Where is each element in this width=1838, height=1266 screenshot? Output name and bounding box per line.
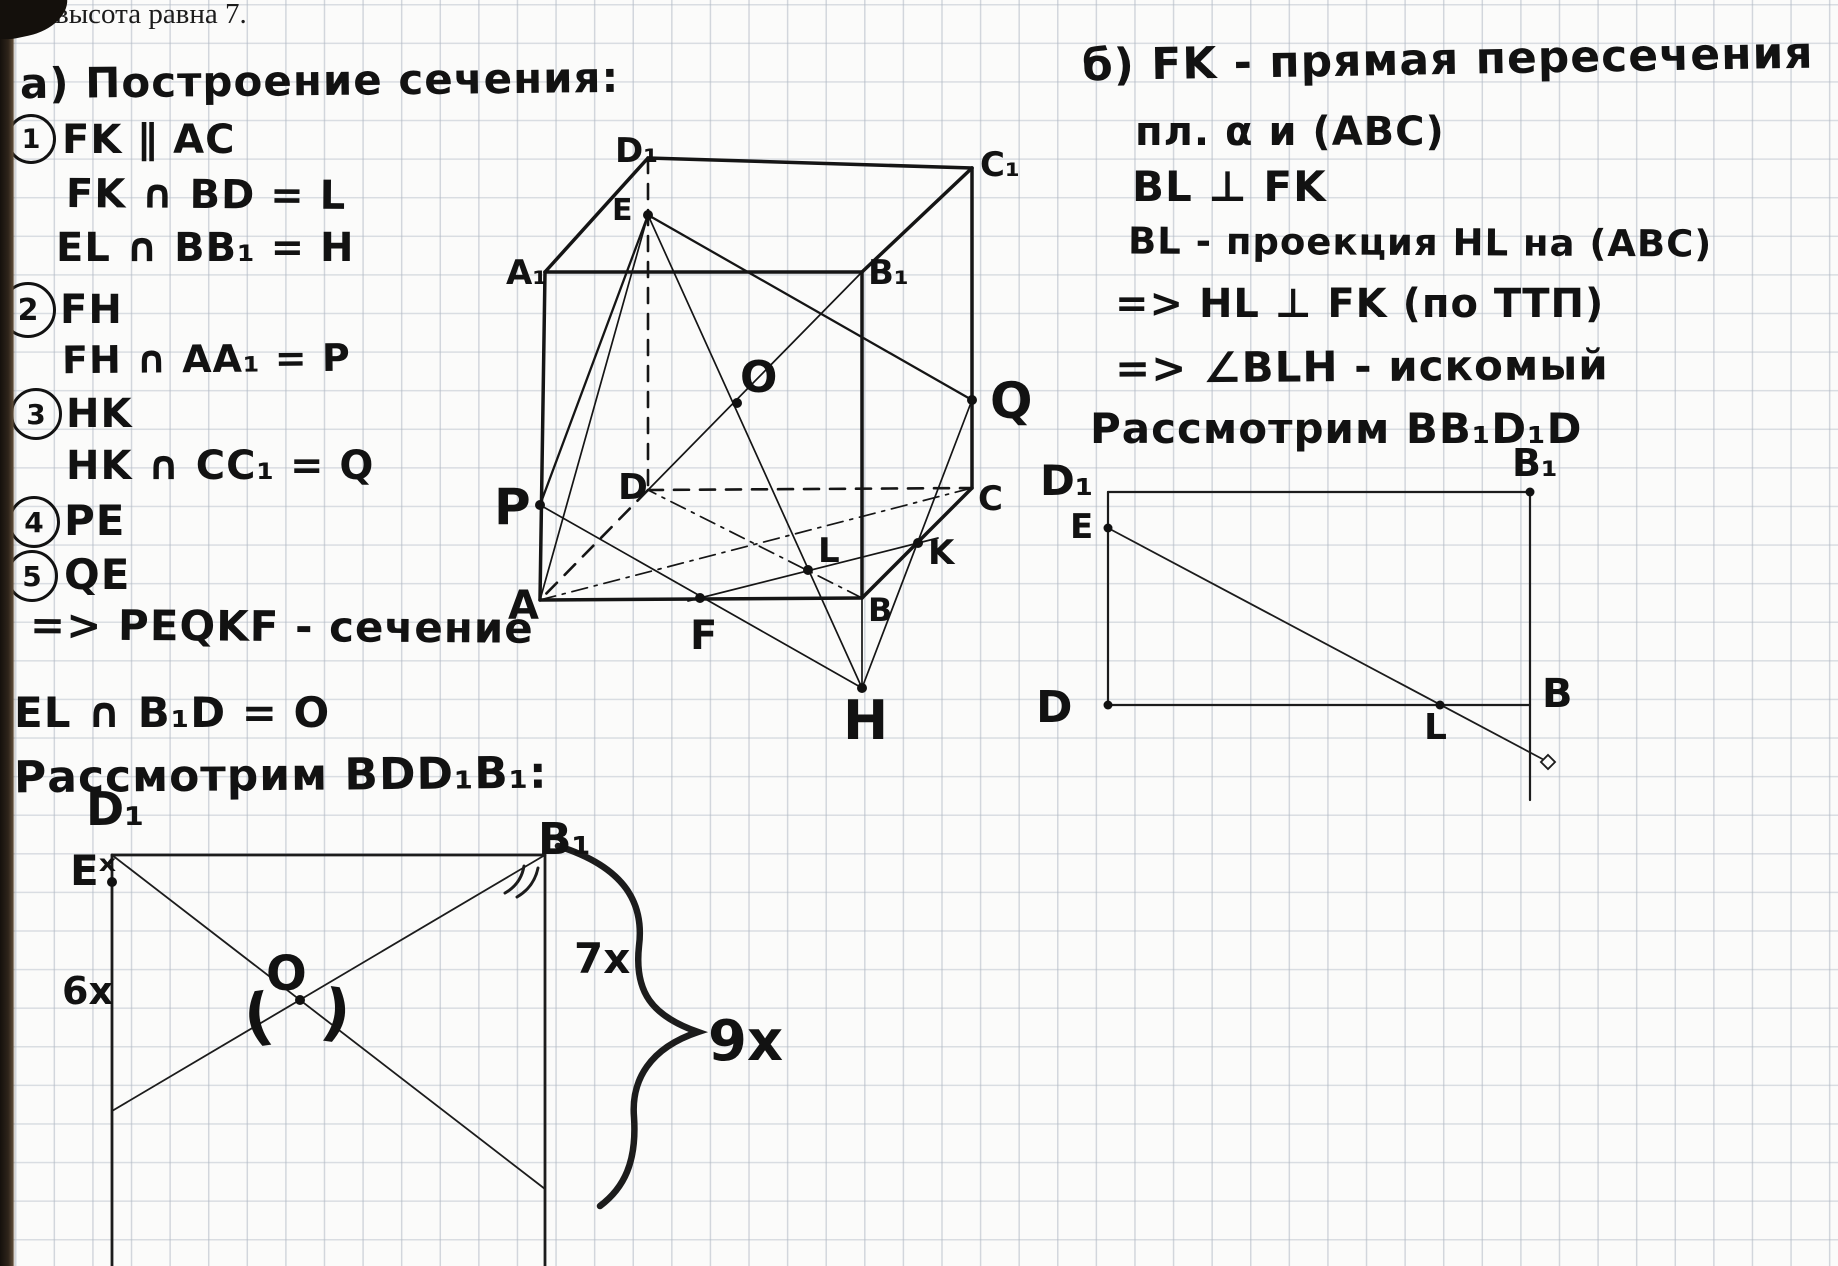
step-5-line-1: QE [64, 550, 131, 599]
cube-label-A1: A₁ [506, 253, 548, 293]
section-b-line-2: пл. α и (ABC) [1135, 109, 1445, 155]
segment-mark-9x: 9x [708, 1009, 784, 1074]
cube-label-E: E [612, 193, 633, 228]
section-b-title: б) FK - прямая пересечения [1081, 27, 1815, 92]
cube-label-C: C [978, 479, 1003, 519]
plane-right-label-B1: B₁ [1512, 441, 1558, 485]
section-b-line-4: BL - проекция HL на (ABC) [1127, 219, 1713, 266]
section-b-line-5: => HL ⊥ FK (по ТТП) [1115, 281, 1605, 327]
cube-label-Q: Q [990, 372, 1033, 430]
section-a-title: а) Построение сечения: [19, 52, 620, 109]
cube-point-dots [535, 210, 977, 693]
plane-bb1d1d-dots [1103, 487, 1535, 710]
consider-bb1d1d-line: Рассмотрим BB₁D₁D [1090, 404, 1583, 453]
segment-mark-6x: 6x [62, 969, 113, 1013]
cube-label-D: D [618, 467, 648, 508]
plane-right-label-D1: D₁ [1040, 456, 1094, 505]
el-b1d-line: EL ∩ B₁D = O [14, 688, 331, 737]
cube-label-L: L [818, 531, 840, 571]
plane-bdd1b1-dots [107, 877, 305, 1005]
cube-label-P: P [494, 478, 531, 536]
plane-bdd1b1-diagram [107, 842, 709, 1266]
step-4-line-1: PE [64, 496, 126, 545]
plane-bb1d1d-end-diamond [1539, 753, 1557, 771]
cube-construction-lines [539, 214, 973, 689]
cube-label-C1: C₁ [980, 145, 1020, 185]
plane-bottom-label-B1: B₁ [538, 814, 591, 865]
plane-bottom-label-D1: D₁ [86, 782, 145, 836]
step-1-line-2: FK ∩ BD = L [65, 171, 347, 219]
cube-label-B: B [868, 591, 893, 629]
plane-bb1d1d-diagonal-EL [1107, 527, 1549, 763]
plane-bb1d1d-diagram [1103, 487, 1557, 802]
cube-diagram [535, 156, 977, 693]
plane-right-label-B: B [1542, 671, 1573, 717]
cube-label-A: A [508, 583, 539, 629]
cube-label-F: F [690, 613, 718, 659]
cube-label-K: K [928, 533, 955, 573]
cube-label-O: O [740, 352, 778, 403]
curly-brace [554, 842, 709, 1210]
printed-problem-text: высота равна 7. [55, 0, 247, 30]
plane-right-label-L: L [1424, 707, 1447, 748]
step-2-line-2: FH ∩ AA₁ = P [61, 335, 351, 383]
plane-right-label-D: D [1036, 682, 1073, 733]
plane-right-label-E: E [1070, 507, 1094, 547]
cube-label-H: H [843, 689, 889, 752]
plane-bb1d1d-rectangle [1106, 490, 1532, 802]
plane-bdd1b1-rectangle [110, 853, 547, 1266]
step-1-line-1: FK ∥ AC [62, 117, 236, 163]
plane-bottom-label-E: Eˣ [70, 846, 117, 895]
section-conclusion-line: => PEQKF - сечение [29, 600, 534, 653]
plane-bdd1b1-diagonals [111, 854, 546, 1190]
step-1-line-3: EL ∩ BB₁ = H [56, 225, 355, 271]
cube-label-D1: D₁ [615, 131, 659, 171]
step-badge-4: 4 [8, 496, 60, 548]
cube-solid-edges [538, 156, 974, 602]
plane-bottom-label-O: O [266, 946, 307, 1002]
segment-mark-7x: 7x [574, 934, 631, 983]
section-b-line-3: BL ⊥ FK [1132, 162, 1327, 211]
page-left-dark-edge [0, 0, 15, 1266]
step-badge-3: 3 [10, 388, 62, 440]
step-3-line-1: HK [66, 391, 133, 437]
angle-mark-b1 [503, 864, 540, 899]
section-b-line-6: => ∠BLH - искомый [1114, 340, 1609, 393]
step-3-line-2: HK ∩ CC₁ = Q [66, 443, 375, 489]
cube-label-B1: B₁ [868, 253, 909, 293]
step-2-line-1: FH [60, 287, 123, 333]
cube-section-lines [538, 213, 974, 507]
